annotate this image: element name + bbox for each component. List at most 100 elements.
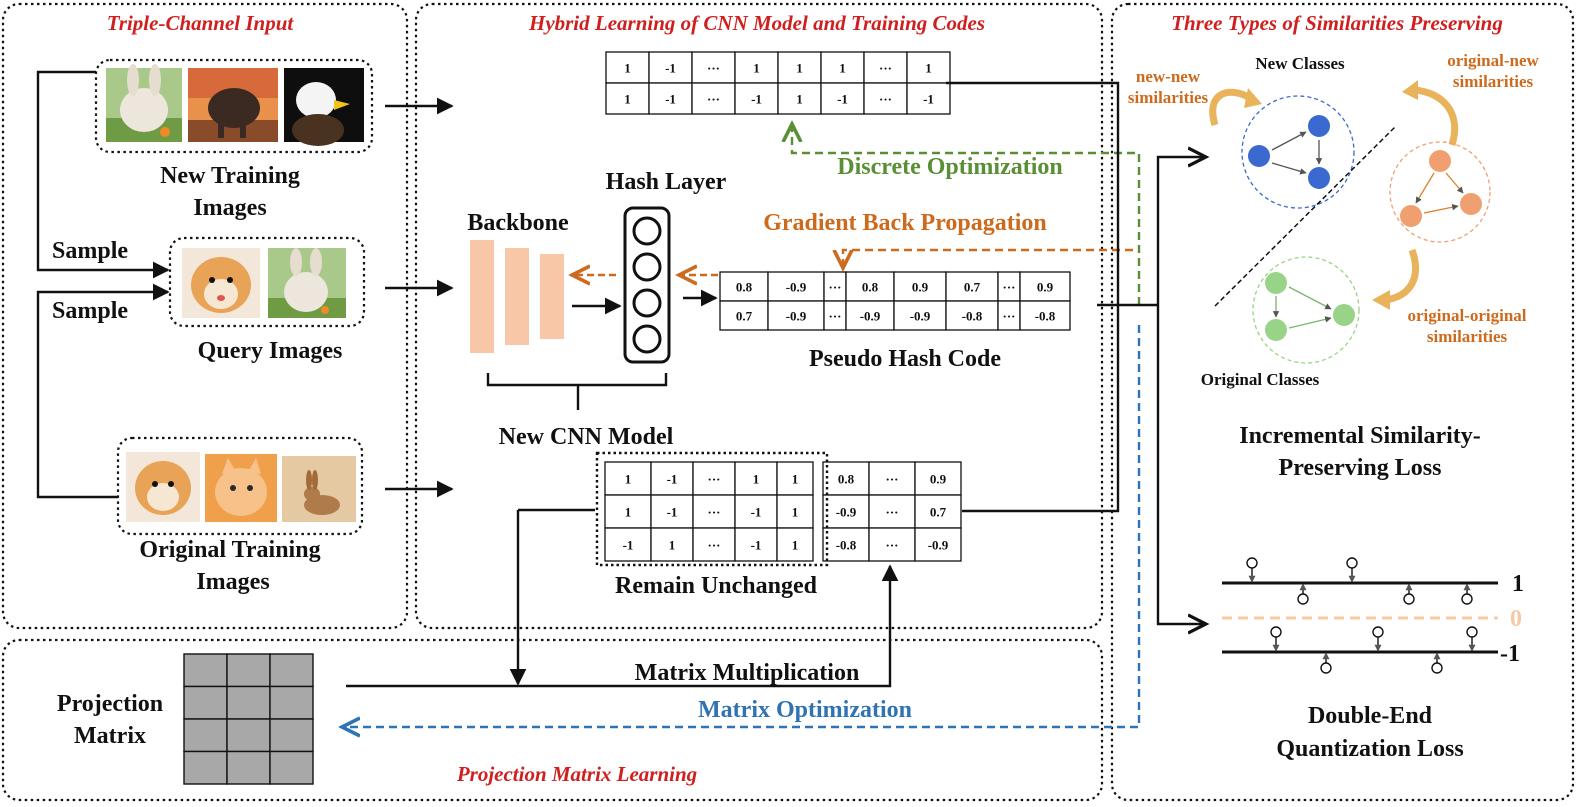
hash-layer-box (623, 206, 671, 364)
query-group (168, 236, 366, 328)
projection-cell-3-0 (183, 750, 228, 785)
pseudo-code-cell-0-4 (893, 271, 947, 302)
top-code-cell-1-0 (605, 82, 650, 115)
top-code-cell-1-7 (906, 82, 951, 115)
orig-new-node-2 (1460, 193, 1482, 215)
orig-real-value-1-2: 0.7 (930, 505, 947, 520)
orig-binary-value-0-2: ··· (707, 472, 720, 487)
top-code-cell-1-6 (863, 82, 908, 115)
pseudo-code-cell-0-5 (945, 271, 999, 302)
title-projection: Projection Matrix Learning (456, 762, 697, 786)
arrow-matrix-mult-up (346, 564, 899, 688)
image-elephant (188, 68, 278, 142)
top-code-cell-1-2 (691, 82, 736, 115)
projection-cell-0-0 (183, 653, 228, 688)
label-isp-loss-2: Preserving Loss (1279, 455, 1442, 481)
cluster-new-classes (1241, 95, 1355, 209)
curve-arrow-new-new (1209, 88, 1252, 127)
curve-arrow-orig-orig (1385, 248, 1420, 304)
top-code-cell-1-1 (648, 82, 693, 115)
orig-binary-value-1-1: -1 (667, 505, 678, 520)
edge-orig-1 (1288, 286, 1332, 310)
orig-binary-value-2-0: -1 (623, 538, 634, 553)
remain-unchanged-box (595, 451, 829, 567)
quant-pin-top-0 (1246, 557, 1258, 569)
top-code-cell-0-0 (605, 51, 650, 84)
orig-binary-value-2-1: 1 (669, 538, 676, 553)
label-original-training-1: Original Training (139, 537, 320, 563)
orig-binary-value-2-3: -1 (751, 538, 762, 553)
arrow-matrix-optimization (342, 325, 1141, 727)
top-code-cell-0-5 (820, 51, 865, 84)
quantization-pins (1246, 557, 1478, 674)
quant-pin-bottom-0 (1270, 626, 1282, 638)
pseudo-code-value-1-7: -0.8 (1035, 309, 1056, 324)
label-orig-orig-1: original-original (1408, 306, 1527, 325)
hash-node-1 (632, 216, 662, 246)
top-code-value-1-5: -1 (837, 92, 848, 107)
pseudo-code-value-0-2: ··· (828, 280, 841, 295)
pseudo-code-value-1-3: -0.9 (860, 309, 881, 324)
pseudo-code-value-0-0: 0.8 (736, 280, 753, 295)
pseudo-code-cell-0-3 (845, 271, 895, 302)
orig-class-node-1 (1265, 272, 1287, 294)
orig-class-node-3 (1265, 319, 1287, 341)
label-sample-1: Sample (52, 238, 128, 264)
top-code-value-0-5: 1 (839, 61, 846, 76)
projection-cell-3-1 (226, 750, 271, 785)
projection-cell-1-1 (226, 685, 271, 720)
orig-binary-cell-0-0 (604, 461, 652, 496)
image-pomeranian-query (182, 248, 260, 318)
arrow-gradient-backprop (843, 248, 1133, 268)
pseudo-code-value-1-5: -0.8 (962, 309, 983, 324)
orig-real-value-0-0: 0.8 (838, 472, 855, 487)
new-class-node-3 (1308, 167, 1330, 189)
label-remain-unchanged: Remain Unchanged (615, 573, 818, 599)
projection-cell-3-2 (269, 750, 314, 785)
projection-cell-1-0 (183, 685, 228, 720)
label-original-classes: Original Classes (1201, 370, 1320, 389)
cluster-original-new (1389, 141, 1491, 243)
pseudo-code-value-0-7: 0.9 (1037, 280, 1054, 295)
label-hash-layer: Hash Layer (606, 169, 727, 195)
orig-real-value-1-0: -0.9 (836, 505, 857, 520)
orig-real-cell-1-1 (868, 494, 916, 529)
orig-real-value-0-1: ··· (885, 472, 898, 487)
top-code-value-0-0: 1 (624, 61, 631, 76)
curve-arrow-orig-new (1413, 86, 1459, 147)
pseudo-code-value-1-0: 0.7 (736, 309, 753, 324)
orig-new-node-1 (1429, 150, 1451, 172)
quant-pin-top-3 (1403, 593, 1415, 605)
orig-binary-cell-2-1 (650, 527, 694, 562)
hash-node-4 (632, 324, 662, 354)
top-code-cell-1-3 (734, 82, 779, 115)
top-code-value-1-2: ··· (707, 92, 720, 107)
new-training-group (94, 58, 374, 154)
image-pomeranian-original (126, 452, 200, 522)
backbone-layer-3 (540, 254, 564, 339)
label-new-new-1: new-new (1136, 67, 1201, 86)
pseudo-code-value-1-2: ··· (828, 309, 841, 324)
quant-pin-bottom-1 (1372, 626, 1384, 638)
pseudo-code-value-1-6: ··· (1002, 309, 1015, 324)
quant-pin-top-4 (1461, 593, 1473, 605)
orig-real-value-2-1: ··· (885, 538, 898, 553)
brace-new-cnn (486, 373, 668, 410)
class-divider (1214, 125, 1397, 307)
top-code-value-0-2: ··· (707, 61, 720, 76)
panel-triple-channel (1, 2, 409, 630)
label-isp-loss-1: Incremental Similarity- (1239, 423, 1481, 449)
label-projection-2: Matrix (74, 723, 146, 749)
label-query-images: Query Images (198, 338, 343, 364)
curve-arrow-orig-new-head (1402, 80, 1418, 100)
label-original-training-2: Images (196, 569, 269, 595)
label-dq-loss-2: Quantization Loss (1276, 736, 1463, 762)
top-code-value-1-0: 1 (624, 92, 631, 107)
image-kitten (205, 454, 277, 522)
quant-pin-top-1 (1346, 557, 1358, 569)
label-original-new-1: original-new (1447, 51, 1539, 70)
orig-real-cell-2-2 (914, 527, 962, 562)
arrow-to-similarity-loss (1156, 157, 1206, 305)
